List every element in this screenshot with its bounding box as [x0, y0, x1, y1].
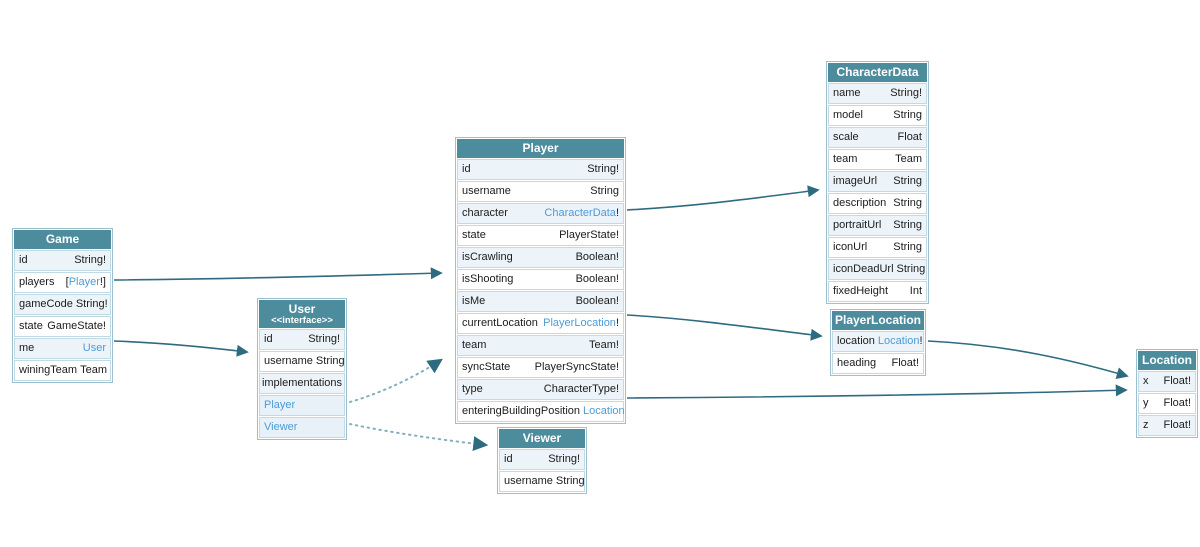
implementations-label-row: implementations — [259, 373, 345, 394]
field-row[interactable]: imageUrl String — [828, 171, 927, 192]
table-title: Location — [1142, 353, 1192, 367]
field-row[interactable]: character CharacterData! — [457, 203, 624, 224]
field-row[interactable]: state PlayerState! — [457, 225, 624, 246]
table-header-player[interactable]: Player — [457, 139, 624, 158]
field-row[interactable]: gameCode String! — [14, 294, 111, 315]
type-table-game: Game id String! players [Player!] gameCo… — [12, 228, 113, 383]
field-row[interactable]: portraitUrl String — [828, 215, 927, 236]
field-row[interactable]: fixedHeight Int — [828, 281, 927, 302]
type-table-viewer: Viewer id String! username String — [497, 427, 587, 494]
type-link[interactable]: CharacterData — [544, 207, 616, 219]
table-title: CharacterData — [836, 65, 919, 79]
field-row[interactable]: description String — [828, 193, 927, 214]
field-row[interactable]: type CharacterType! — [457, 379, 624, 400]
edge-game-me-to-user — [113, 340, 249, 357]
edge-player-character-to-characterdata — [626, 185, 820, 211]
edge-user-viewer-implementation — [349, 423, 489, 452]
field-row[interactable]: me User — [14, 338, 111, 359]
table-header-user[interactable]: User <<interface>> — [259, 300, 345, 328]
table-title: Viewer — [522, 431, 562, 445]
edge-game-players-to-player — [113, 267, 443, 281]
edge-player-enteringbuildingposition-to-location — [626, 384, 1128, 399]
field-row[interactable]: model String — [828, 105, 927, 126]
edge-user-player-implementation — [349, 358, 443, 403]
field-row[interactable]: name String! — [828, 83, 927, 104]
type-link[interactable]: Player — [264, 399, 296, 411]
field-row[interactable]: location Location! — [832, 331, 924, 352]
field-row[interactable]: winingTeam Team — [14, 360, 111, 381]
field-row[interactable]: id String! — [14, 250, 111, 271]
field-row[interactable]: id String! — [259, 329, 345, 350]
field-row[interactable]: team Team — [828, 149, 927, 170]
table-title: Player — [522, 141, 559, 155]
type-table-location: Location x Float! y Float! z Float! — [1136, 349, 1198, 438]
type-link[interactable]: User — [82, 342, 106, 354]
table-title: Game — [45, 232, 80, 246]
edge-playerlocation-location-to-location — [927, 340, 1129, 379]
table-header-location[interactable]: Location — [1138, 351, 1196, 370]
type-link[interactable]: Location — [877, 335, 920, 347]
field-row[interactable]: iconUrl String — [828, 237, 927, 258]
type-link[interactable]: PlayerLocation — [543, 317, 616, 329]
field-row[interactable]: iconDeadUrl String — [828, 259, 927, 280]
table-header-viewer[interactable]: Viewer — [499, 429, 585, 448]
field-row[interactable]: enteringBuildingPosition Location — [457, 401, 625, 422]
table-title: User — [288, 302, 316, 316]
field-row[interactable]: syncState PlayerSyncState! — [457, 357, 624, 378]
field-row[interactable]: isMe Boolean! — [457, 291, 624, 312]
implementation-row[interactable]: Player — [259, 395, 345, 416]
field-row[interactable]: username String — [499, 471, 585, 492]
field-row[interactable]: isCrawling Boolean! — [457, 247, 624, 268]
field-row[interactable]: players [Player!] — [14, 272, 111, 293]
field-row[interactable]: currentLocation PlayerLocation! — [457, 313, 624, 334]
interface-stereotype: <<interface>> — [271, 315, 333, 326]
implementation-row[interactable]: Viewer — [259, 417, 345, 438]
edge-player-currentlocation-to-playerlocation — [626, 314, 823, 341]
table-header-game[interactable]: Game — [14, 230, 111, 249]
table-title: PlayerLocation — [834, 313, 922, 327]
field-row[interactable]: team Team! — [457, 335, 624, 356]
field-row[interactable]: state GameState! — [14, 316, 111, 337]
field-row[interactable]: id String! — [457, 159, 624, 180]
field-row[interactable]: username String — [259, 351, 345, 372]
type-table-playerlocation: PlayerLocation location Location! headin… — [830, 309, 926, 376]
field-row[interactable]: x Float! — [1138, 371, 1196, 392]
type-link[interactable]: Player — [68, 276, 100, 288]
field-row[interactable]: scale Float — [828, 127, 927, 148]
table-header-characterdata[interactable]: CharacterData — [828, 63, 927, 82]
field-row[interactable]: id String! — [499, 449, 585, 470]
field-row[interactable]: username String — [457, 181, 624, 202]
field-row[interactable]: isShooting Boolean! — [457, 269, 624, 290]
type-table-characterdata: CharacterData name String! model String … — [826, 61, 929, 304]
type-table-player: Player id String! username String charac… — [455, 137, 626, 424]
type-table-user: User <<interface>> id String! username S… — [257, 298, 347, 440]
field-row[interactable]: y Float! — [1138, 393, 1196, 414]
field-row[interactable]: heading Float! — [832, 353, 924, 374]
type-link[interactable]: Location — [583, 405, 625, 417]
table-header-playerlocation[interactable]: PlayerLocation — [832, 311, 924, 330]
field-row[interactable]: z Float! — [1138, 415, 1196, 436]
type-link[interactable]: Viewer — [264, 421, 298, 433]
